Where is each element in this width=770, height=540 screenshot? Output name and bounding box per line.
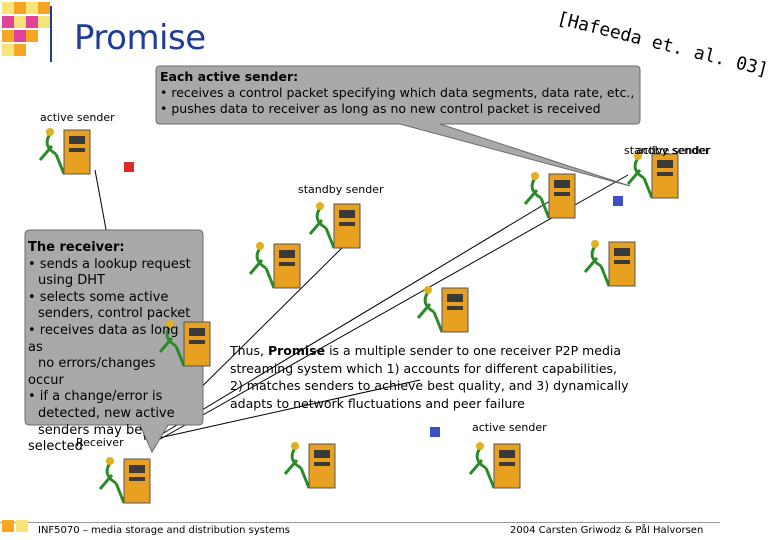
title-rule (50, 6, 52, 62)
label-standby-sender: standby sender (624, 144, 710, 157)
receiver-callout-line: as (28, 339, 43, 355)
receiver-callout-line: occur (28, 372, 64, 388)
decorative-square (2, 30, 14, 42)
dancing-figure-icon (308, 207, 336, 249)
footer-rule (0, 522, 720, 523)
dancing-figure-icon (523, 177, 551, 219)
summary-emphasis: Promise (267, 343, 326, 358)
peer-node (158, 320, 211, 367)
receiver-callout-line: senders, control packet (38, 306, 191, 322)
dancing-figure-icon (468, 447, 496, 489)
sender-callout-bullet: • pushes data to receiver as long as no … (160, 101, 601, 116)
dancing-figure-icon (626, 157, 654, 199)
decorative-square (26, 16, 38, 28)
dancing-figure-icon (248, 247, 276, 289)
network-diagram (24, 65, 679, 504)
blue-marker (430, 427, 440, 437)
figure-head (46, 128, 54, 136)
sender-callout-bubble (155, 65, 641, 187)
peer-node (308, 202, 361, 249)
dancing-figure-icon (416, 291, 444, 333)
receiver-callout: The receiver: • sends a lookup request u… (28, 240, 208, 456)
red-marker (124, 162, 134, 172)
label-receiver: Receiver (76, 436, 124, 449)
decorative-square (26, 2, 38, 14)
link-line (154, 174, 629, 443)
receiver-callout-line: • if a change/error is (28, 389, 163, 405)
blue-marker (613, 196, 623, 206)
summary-body: is a multiple sender to one receiver P2P… (230, 343, 629, 411)
slide-title: Promise (74, 18, 206, 58)
receiver-callout-line: senders may be (38, 422, 143, 438)
receiver-callout-bubble (24, 229, 204, 454)
decorative-square (38, 16, 50, 28)
peer-node (283, 442, 336, 489)
link-line (151, 194, 561, 441)
peer-node (468, 442, 521, 489)
peer-node (38, 128, 91, 175)
receiver-callout-line: • selects some active (28, 289, 169, 305)
summary-text: Thus, Promise is a multiple sender to on… (230, 342, 630, 412)
decorative-square (2, 44, 14, 56)
decorative-square (2, 16, 14, 28)
peer-node (416, 286, 469, 333)
receiver-callout-line: no errors/changes (38, 356, 156, 372)
dancing-figure-icon (583, 245, 611, 287)
decorative-square (14, 16, 26, 28)
receiver-callout-line: • sends a lookup request (28, 256, 191, 272)
receiver-callout-line: • receives data as long (28, 322, 179, 338)
decorative-square (14, 30, 26, 42)
receiver-callout-line: detected, new active (38, 405, 175, 421)
peer-node (248, 242, 301, 289)
label-active-sender: active sender (472, 421, 547, 434)
label-active-sender: active sender (40, 111, 115, 124)
sender-callout: Each active sender: • receives a control… (160, 69, 638, 117)
receiver-callout-line: selected (28, 439, 83, 455)
decorative-square (14, 2, 26, 14)
summary-prefix: Thus, (230, 343, 268, 358)
decorative-square (38, 2, 50, 14)
tower-slot (69, 148, 85, 152)
dancing-figure-icon (38, 133, 66, 175)
receiver-callout-line: using DHT (38, 273, 105, 289)
decorative-square (16, 520, 28, 532)
peer-node (523, 172, 576, 219)
label-active-sender: active sender (636, 144, 711, 157)
decorative-square (2, 2, 14, 14)
decorative-square (26, 30, 38, 42)
receiver-node (98, 457, 151, 504)
footer-right: 2004 Carsten Griwodz & Pål Halvorsen (510, 525, 704, 536)
decorative-square (2, 520, 14, 532)
peer-node (626, 152, 679, 199)
decorative-square (14, 44, 26, 56)
receiver-callout-heading: The receiver: (28, 240, 125, 255)
footer-left: INF5070 – media storage and distribution… (38, 525, 291, 536)
peer-node (583, 240, 636, 287)
link-line (149, 379, 421, 441)
sender-callout-heading: Each active sender: (160, 69, 299, 84)
label-standby-sender: standby sender (298, 183, 384, 196)
dancing-figure-icon (98, 462, 126, 504)
tower-slot (69, 136, 85, 144)
sender-callout-bullet: • receives a control packet specifying w… (160, 85, 635, 100)
dancing-figure-icon (158, 325, 186, 367)
dancing-figure-icon (283, 447, 311, 489)
